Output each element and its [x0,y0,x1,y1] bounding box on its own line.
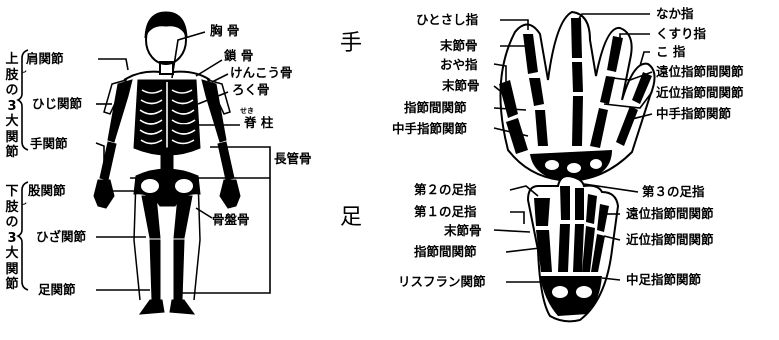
hand-leader-lines [493,13,653,137]
label-sternum: 胸 骨 [210,23,240,38]
hand-label-middle-finger: なか指 [656,6,694,21]
heading-hand: 手 [340,31,363,56]
foot-label-third-toe: 第３の足指 [642,184,705,199]
lower-group-ruby: し [20,198,27,206]
hand-label-index-finger: ひとさし指 [416,12,479,27]
hand-label-mcp-joint-right: 中手指節関節 [656,106,732,121]
foot-label-pip-joint: 近位指節間関節 [626,232,714,247]
foot-label-first-toe: 第１の足指 [414,204,477,219]
upper-group-label: 上肢の3大関節 [5,52,19,160]
foot-label-distal-phalanx: 末節骨 [444,223,482,238]
hand-label-thumb: おや指 [440,57,478,72]
hand-label-little-finger: こ 指 [656,44,686,59]
foot-label-interphalangeal-joint: 指節間関節 [414,244,477,259]
foot-label-second-toe: 第２の足指 [414,182,477,197]
hand-label-distal-phalanx: 末節骨 [440,38,478,53]
hand-label-ring-finger: くすり指 [656,26,707,41]
hand-label-interphalangeal-joint: 指節間関節 [404,100,467,115]
label-clavicle: 鎖 骨 [224,48,254,63]
foot-label-lisfranc-joint: リスフラン関節 [398,274,486,289]
label-rib: ろく骨 [232,82,270,97]
label-wrist-joint: 手関節 [30,136,68,151]
hand-label-distal-phalanx-2: 末節骨 [442,78,480,93]
heading-foot: 足 [340,205,363,230]
foot-skeleton [526,174,620,323]
hand-skeleton [499,10,656,182]
label-pelvis: 骨盤骨 [212,212,250,227]
foot-label-dip-joint: 遠位指節間関節 [626,206,714,221]
label-shoulder-joint: 肩関節 [26,51,64,66]
hand-label-pip-joint: 近位指節間関節 [656,85,744,100]
label-elbow-joint: ひじ関節 [32,96,83,111]
hand-label-mcp-joint: 中手指節関節 [392,121,468,136]
foot-leader-lines [493,183,639,283]
body-leader-lines [16,31,271,294]
label-ankle-joint: 足関節 [38,282,76,297]
foot-label-mtp-joint: 中足指節関節 [626,272,702,287]
lower-group-label: 下肢の3大関節 [5,184,19,292]
label-spine-ruby: せき [240,107,254,115]
hand-label-dip-joint: 遠位指節間関節 [656,64,744,79]
label-spine: 脊 柱 [244,115,274,130]
label-hip-joint: 股関節 [28,183,66,198]
label-long-bone: 長管骨 [274,151,312,166]
label-scapula: けんこう骨 [230,65,293,80]
upper-group-ruby: し [20,66,27,74]
label-knee-joint: ひざ関節 [36,229,87,244]
skeleton-figure [93,11,241,315]
